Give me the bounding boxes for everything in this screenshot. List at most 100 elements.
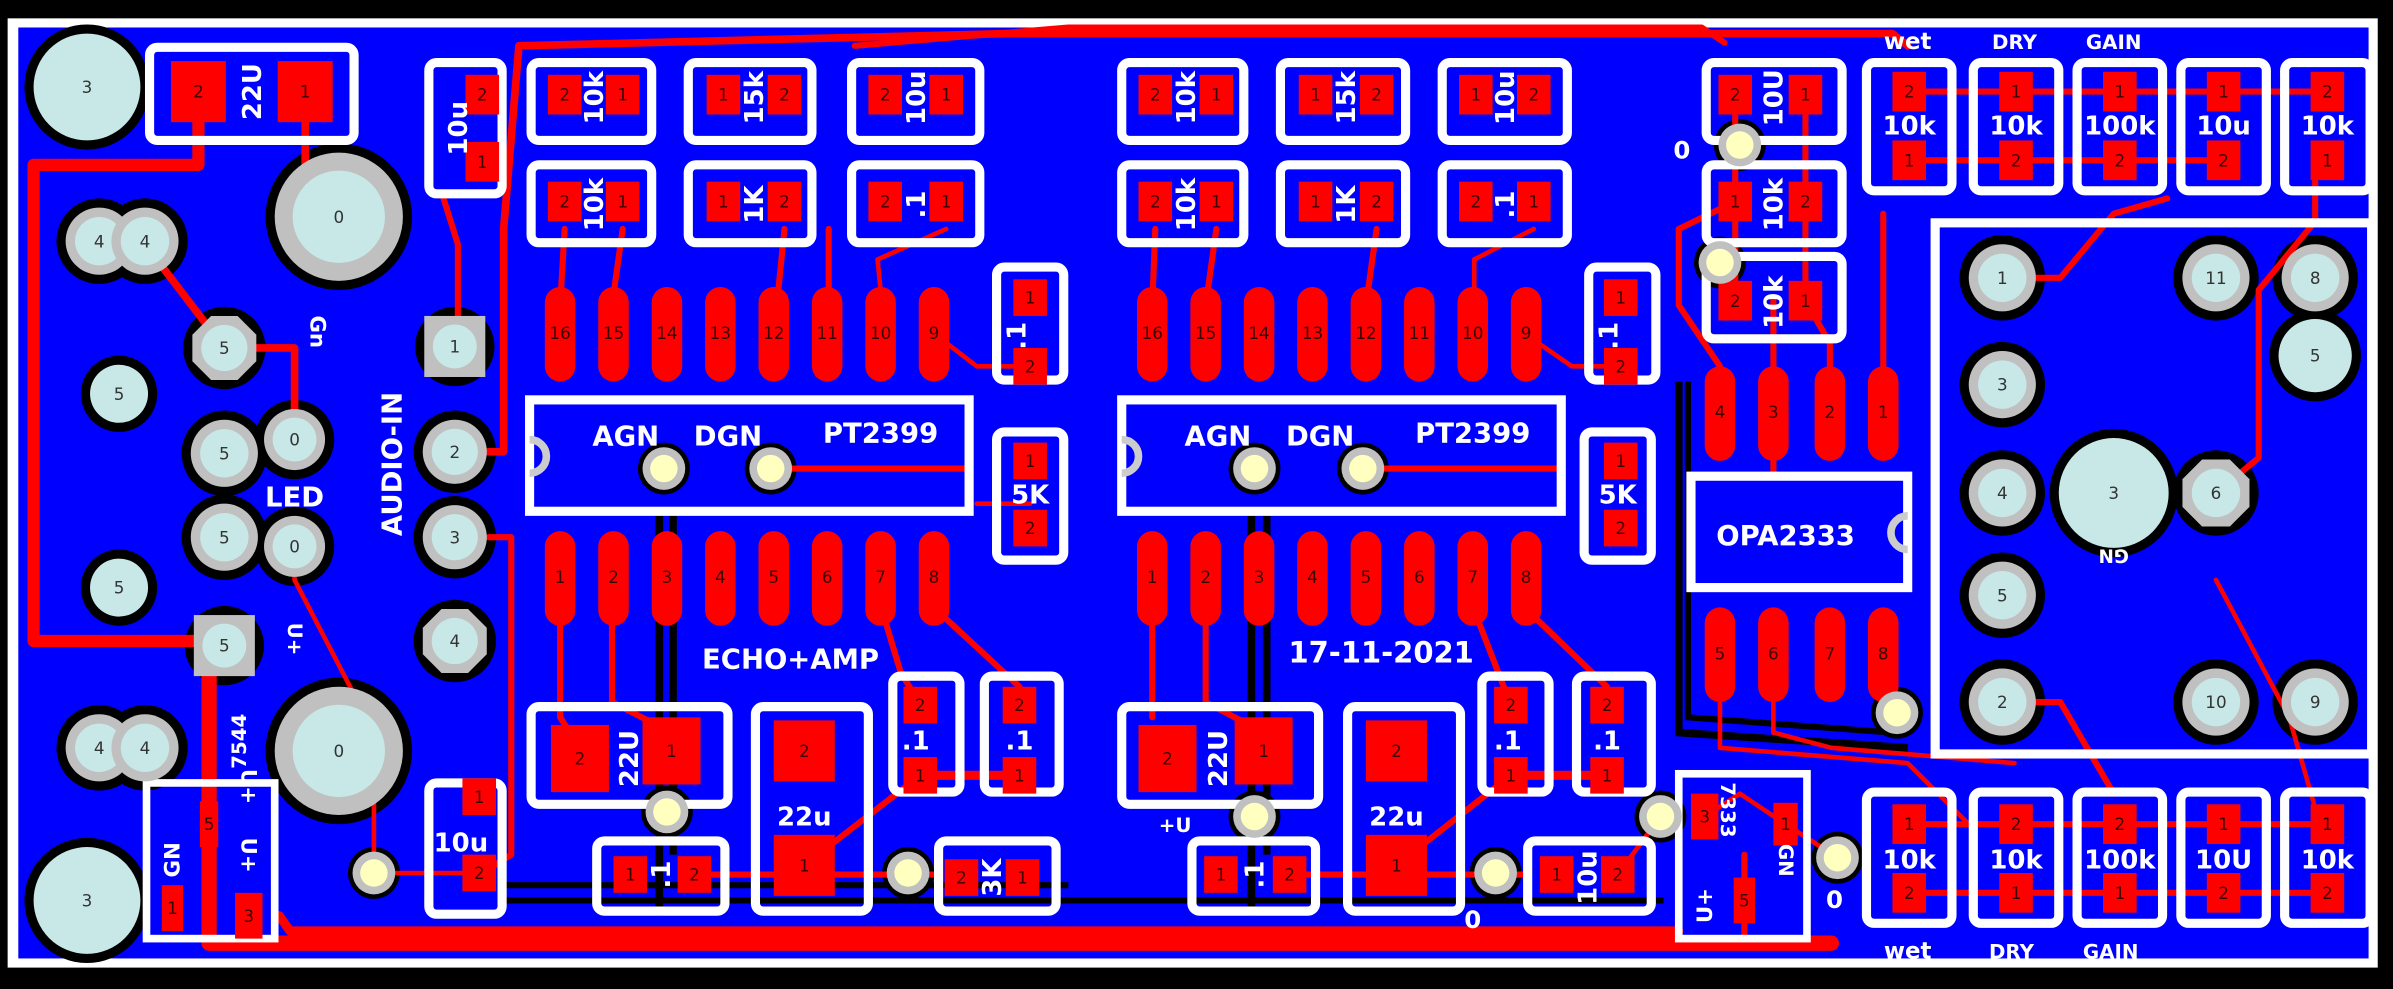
component-value: 1K (740, 185, 770, 224)
component-4[interactable] (847, 58, 985, 146)
pad-number: 1 (617, 85, 628, 105)
smd-pad (465, 74, 500, 115)
agn-label: AGN (1184, 422, 1251, 453)
component-13[interactable] (1437, 160, 1572, 248)
component-17[interactable] (1579, 427, 1656, 565)
pad-number: 1 (718, 85, 729, 105)
smd-pad (1494, 756, 1528, 794)
component-11[interactable] (1117, 160, 1249, 248)
pad-number: 2 (1150, 192, 1161, 212)
component-value: .1 (1494, 726, 1522, 756)
component-value: 10u (444, 101, 474, 156)
copper-trace (1702, 791, 1840, 861)
component-5[interactable] (526, 160, 657, 248)
component-34[interactable] (1861, 58, 1957, 196)
pad-number: 1 (1310, 85, 1321, 105)
ic-pin (1758, 366, 1789, 461)
pad-number: 2 (1615, 518, 1626, 538)
component-23[interactable] (934, 836, 1061, 916)
pin-number: 9 (929, 323, 940, 343)
pin-number: 7 (1467, 567, 1478, 587)
component-3[interactable] (683, 58, 817, 146)
regulator-outline (142, 779, 279, 943)
pad-number: 2 (779, 85, 790, 105)
smd-pad (773, 834, 835, 896)
component-value: .1 (1006, 726, 1034, 756)
pad-number: 1 (1017, 868, 1028, 888)
pin-number: 11 (1409, 323, 1430, 343)
pad-number: 2 (1800, 192, 1811, 212)
component-value: 10u (902, 70, 932, 125)
pin-number: 3 (662, 567, 673, 587)
component-42[interactable] (2176, 787, 2271, 928)
ic-pin (1758, 607, 1789, 703)
silkscreen-label: GN (2099, 544, 2129, 565)
component-value: .1 (902, 191, 932, 219)
component-2[interactable] (526, 58, 657, 146)
ic-pin (811, 531, 843, 626)
component-1[interactable] (424, 58, 507, 199)
component-12[interactable] (1275, 160, 1411, 248)
component-38[interactable] (2280, 58, 2375, 196)
pad-number: 1 (1997, 268, 2008, 288)
ic-pin (1457, 531, 1488, 626)
component-outline (526, 702, 733, 809)
component-6[interactable] (683, 160, 817, 248)
pad-number: 0 (333, 207, 344, 227)
ic-pt2399[interactable] (524, 395, 974, 516)
copper-trace (479, 534, 515, 877)
component-value: 10u (2196, 111, 2251, 141)
pad-number: 2 (1615, 356, 1626, 376)
ic-pt2399[interactable] (1117, 395, 1566, 516)
component-outline (683, 160, 817, 248)
component-35[interactable] (1968, 58, 2064, 196)
pad-number: 2 (779, 192, 790, 212)
pad-number: 1 (2114, 82, 2125, 102)
component-25[interactable] (1117, 702, 1324, 809)
pin-number: 13 (710, 323, 731, 343)
ic-outline (1117, 395, 1566, 516)
component-10[interactable] (1437, 58, 1572, 146)
pad-number: 2 (449, 442, 460, 462)
component-value: 22U (1204, 730, 1234, 787)
ic-opa2333[interactable] (1686, 471, 1913, 593)
component-29[interactable] (1187, 836, 1321, 916)
smd-pad (929, 74, 963, 115)
component-outline (2072, 787, 2168, 928)
component-9[interactable] (1275, 58, 1411, 146)
pad-number: 2 (559, 192, 570, 212)
ic-pin (1814, 607, 1846, 703)
dgn-label: DGN (694, 422, 762, 453)
smd-pad (1603, 442, 1638, 480)
component-19[interactable] (750, 702, 873, 916)
component-0[interactable] (144, 42, 359, 146)
component-40[interactable] (1968, 787, 2064, 928)
component-7[interactable] (847, 160, 985, 248)
component-30[interactable] (1523, 836, 1656, 916)
component-15[interactable] (991, 427, 1069, 565)
component-39[interactable] (1861, 787, 1957, 928)
regulator-outline (1674, 769, 1811, 943)
component-8[interactable] (1117, 58, 1249, 146)
drill-hole (431, 617, 478, 665)
pad-number: 5 (114, 578, 125, 598)
drill-hole (2191, 253, 2241, 302)
silkscreen-label: GN (161, 842, 186, 877)
component-18[interactable] (526, 702, 733, 809)
component-33[interactable] (1701, 251, 1847, 344)
component-22[interactable] (592, 836, 730, 916)
component-26[interactable] (1343, 702, 1466, 916)
component-32[interactable] (1701, 160, 1847, 248)
pad-number: 1 (1506, 765, 1517, 785)
component-37[interactable] (2176, 58, 2271, 196)
smd-pad (1999, 140, 2033, 181)
clearance-line (1674, 381, 1908, 752)
component-41[interactable] (2072, 787, 2168, 928)
component-31[interactable] (1701, 58, 1847, 146)
pad-number: 0 (289, 536, 300, 556)
drill-hole (2290, 677, 2340, 727)
component-43[interactable] (2280, 787, 2375, 928)
component-36[interactable] (2072, 58, 2168, 196)
smd-pad (1458, 181, 1493, 222)
